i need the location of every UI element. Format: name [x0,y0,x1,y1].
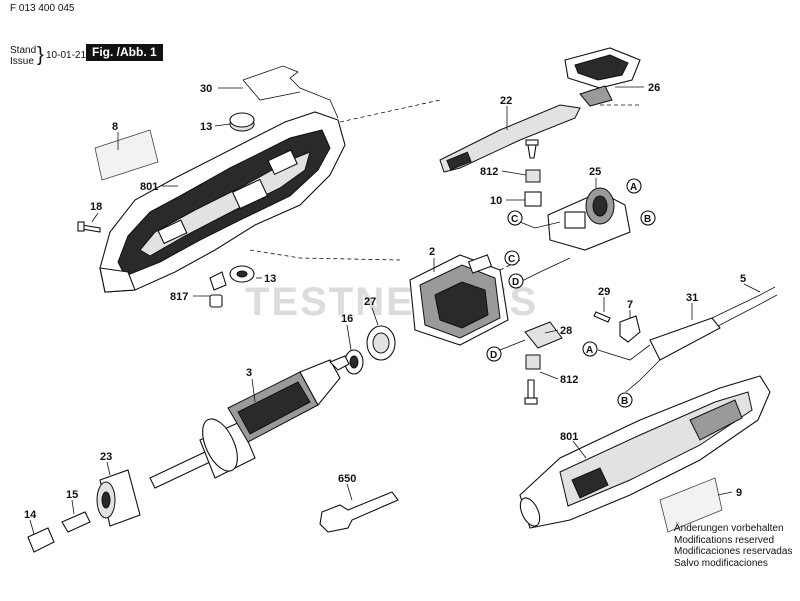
leader-lines [29,86,761,535]
modification-notes: Änderungen vorbehalten Modifications res… [674,523,794,569]
callout-14: 14 [24,509,37,521]
callout-13-ring: 13 [264,273,276,285]
callout-801-right: 801 [560,431,578,443]
callout-22: 22 [500,95,512,107]
brush-812-bottom [525,354,541,370]
part-number: F 013 400 045 [10,3,75,14]
collet-15 [61,511,91,533]
callouts: 30 13 8 801 18 13 817 22 26 812 25 10 2 … [24,82,746,521]
callout-25: 25 [589,166,601,178]
brush-812-top [525,169,541,183]
callout-28: 28 [560,325,572,337]
callout-5: 5 [740,273,746,285]
brace: } [37,44,44,66]
note-es: Salvo modificaciones [674,557,768,569]
part-817 [209,271,227,291]
screw-18 [81,224,101,233]
wire-bracket-leg [242,79,301,101]
note-de: Änderungen vorbehalten [674,523,784,534]
strain-relief-31 [649,317,721,361]
connector-b-top [640,210,656,226]
callout-812-top: 812 [480,166,498,178]
svg-text:D: D [490,350,497,361]
part-10 [524,191,542,207]
callout-27: 27 [364,296,376,308]
callout-16: 16 [341,313,353,325]
connector-a-top [626,178,642,194]
callout-30: 30 [200,83,212,95]
housing-half-left [99,111,346,293]
screw-812-bottom [527,379,535,399]
screw-18-head [77,221,85,232]
connector-d-coil [508,273,524,289]
switch-slider-22 [439,104,581,173]
callout-7: 7 [627,299,633,311]
callout-29: 29 [598,286,610,298]
cap-26-insert [579,85,613,107]
field-coil-2 [409,254,509,346]
svg-text:A: A [630,182,637,193]
svg-text:C: C [511,214,518,225]
connector-a-lead [582,341,598,357]
callout-2: 2 [429,246,435,258]
svg-text:B: B [621,396,628,407]
clamp-7 [619,315,641,343]
connector-c-top [507,210,523,226]
connector-markers: A B C C D D A B [486,178,656,408]
armature-3 [149,355,350,489]
callout-15: 15 [66,489,78,501]
svg-text:C: C [508,254,515,265]
callout-9: 9 [736,487,742,499]
svg-text:A: A [586,345,593,356]
power-cable-5 [711,286,776,319]
issue-label: Issue [10,56,34,67]
collet-nut-14 [27,527,55,553]
callout-23: 23 [100,451,112,463]
screw-29 [593,311,611,323]
housing-half-right [519,375,771,529]
note-fr: Modificaciones reservadas [674,546,793,557]
note-en: Modifications reserved [674,534,775,546]
callout-812-bottom: 812 [560,374,578,386]
label-card-9 [659,477,723,533]
callout-13-cap: 13 [200,121,212,133]
label-card-8 [94,129,159,181]
switch-cap-top-face [229,112,255,128]
part-817-spring [209,294,223,308]
screw-812-top [527,144,537,159]
connector-d-brush [486,346,502,362]
wire-bracket [242,65,339,119]
callout-817: 817 [170,291,188,303]
svg-text:D: D [512,277,519,288]
callout-8: 8 [112,121,118,133]
issue-date: 10-01-21 [46,50,87,61]
connector-c-coil [504,250,520,266]
callout-26: 26 [648,82,660,94]
wrench-650 [319,491,399,533]
callout-801-left: 801 [140,181,158,193]
svg-text:B: B [644,214,651,225]
callout-650: 650 [338,473,356,485]
figure-label: Fig. /Abb. 1 [86,44,163,61]
brush-holder-28 [524,321,563,349]
callout-10: 10 [490,195,502,207]
stand-label: Stand [10,45,37,56]
callout-3: 3 [246,367,252,379]
connector-b-lead [617,392,633,408]
callout-31: 31 [686,292,698,304]
callout-18: 18 [90,201,102,213]
